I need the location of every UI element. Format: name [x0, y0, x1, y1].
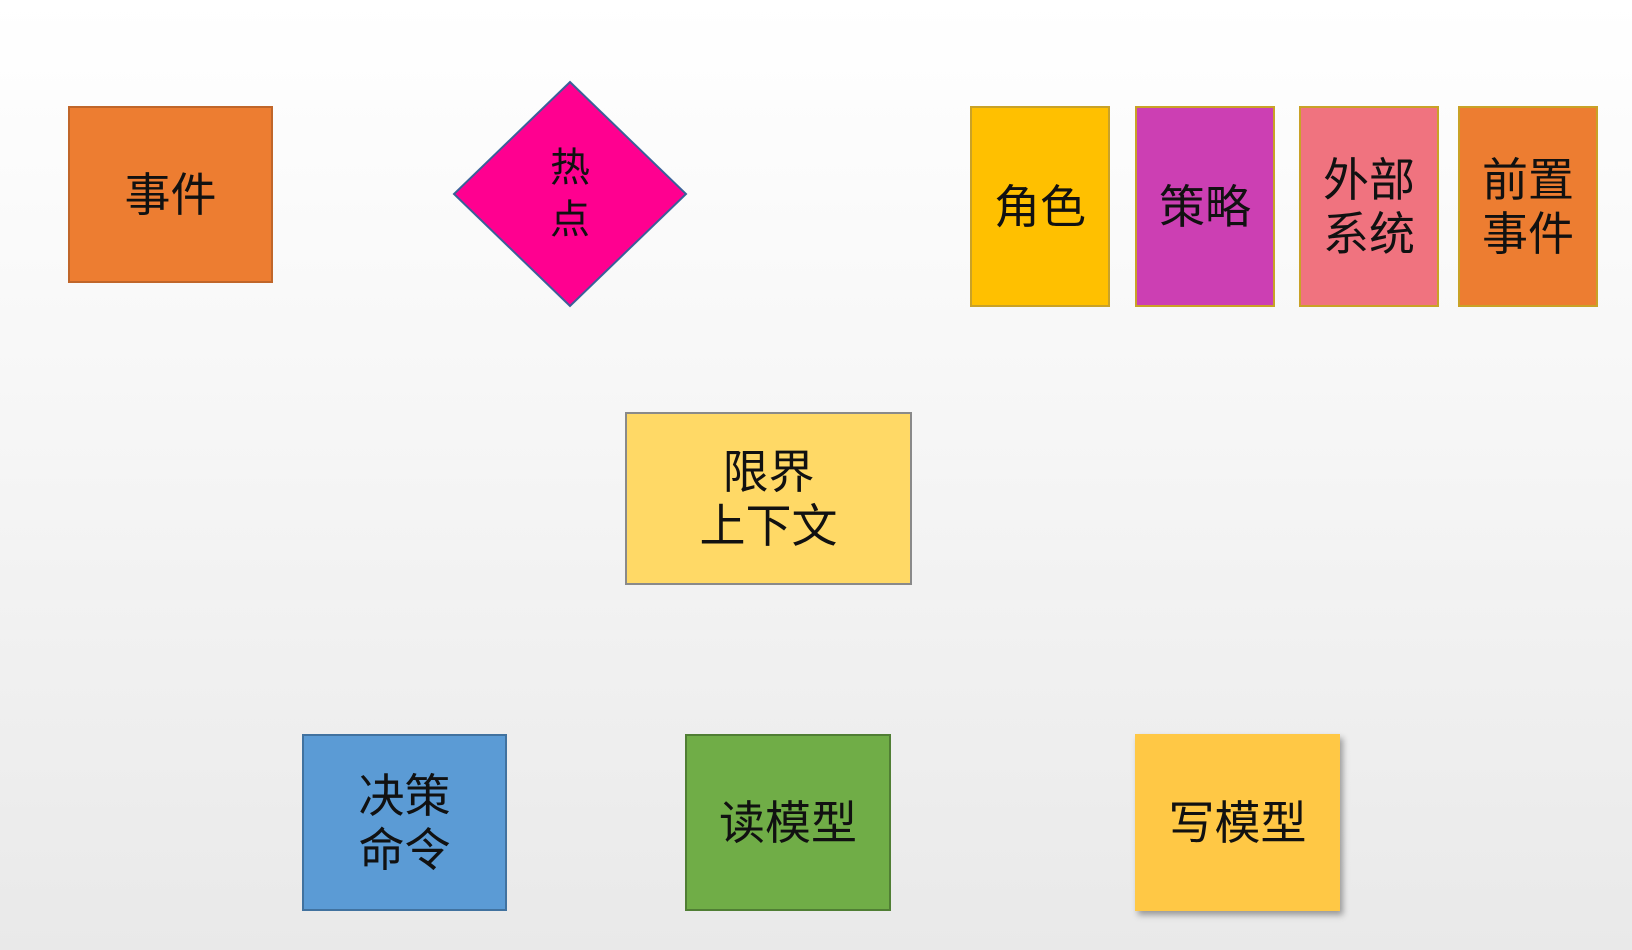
external-system-box[interactable]: 外部 系统: [1299, 106, 1439, 307]
bounded-context-box[interactable]: 限界 上下文: [625, 412, 912, 585]
event-box[interactable]: 事件: [68, 106, 273, 283]
read-model-label: 读模型: [719, 795, 857, 850]
hotspot-diamond[interactable]: 热 点: [452, 80, 688, 308]
policy-box[interactable]: 策略: [1135, 106, 1275, 307]
read-model-box[interactable]: 读模型: [685, 734, 891, 911]
external-system-label: 外部 系统: [1323, 152, 1415, 261]
bounded-context-label: 限界 上下文: [699, 444, 838, 553]
event-label: 事件: [124, 167, 217, 222]
role-box[interactable]: 角色: [970, 106, 1110, 307]
pre-event-box[interactable]: 前置 事件: [1458, 106, 1598, 307]
hotspot-diamond-shape: [452, 80, 688, 308]
role-label: 角色: [994, 179, 1086, 234]
decision-command-box[interactable]: 决策 命令: [302, 734, 507, 911]
write-model-box[interactable]: 写模型: [1135, 734, 1340, 911]
policy-label: 策略: [1159, 179, 1251, 234]
pre-event-label: 前置 事件: [1482, 152, 1574, 261]
hotspot-label: 热 点: [550, 145, 590, 243]
write-model-label: 写模型: [1168, 795, 1307, 850]
decision-command-label: 决策 命令: [358, 768, 451, 877]
